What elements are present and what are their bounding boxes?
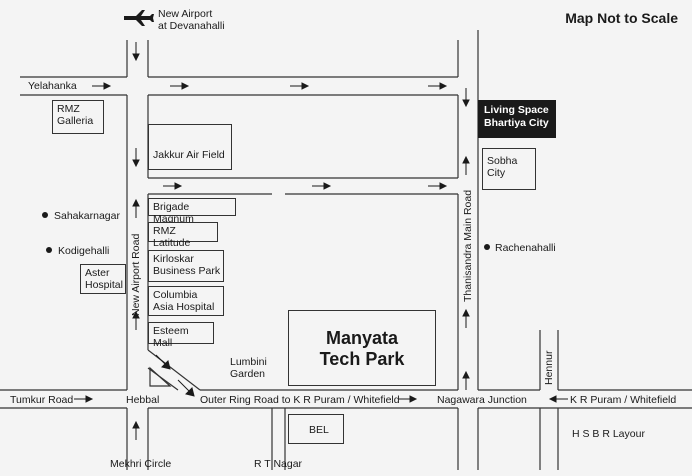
outer-ring-road-label: Outer Ring Road to K R Puram / Whitefiel… (200, 394, 400, 406)
arrow-icon (548, 395, 568, 403)
arrow-icon (312, 182, 332, 190)
arrow-icon (132, 420, 140, 440)
hebbal-island (149, 366, 172, 387)
kr-puram-whitefield-label: K R Puram / Whitefield (570, 394, 677, 406)
direction-arrows (74, 42, 568, 440)
rmz-latitude-box: RMZ Latitude (148, 222, 218, 249)
sahakarnagar-label: Sahakarnagar (54, 210, 120, 222)
arrow-icon (92, 82, 112, 90)
arrow-icon (428, 182, 448, 190)
tumkur-road-label: Tumkur Road (10, 394, 74, 406)
arrow-icon (428, 82, 448, 90)
arrow-icon (132, 148, 140, 168)
new-airport-road-label: New Airport Road (130, 233, 142, 316)
new-airport-label: New Airport at Devanahalli (158, 8, 225, 32)
arrow-icon (177, 379, 195, 397)
arrow-icon (74, 395, 94, 403)
jakkur-air-field-box: Jakkur Air Field (148, 124, 232, 170)
arrow-icon (462, 308, 470, 328)
location-dot-icon (484, 244, 490, 250)
columbia-asia-hospital-box: Columbia Asia Hospital (148, 286, 224, 316)
brigade-magnum-box: Brigade Magnum (148, 198, 236, 225)
arrow-icon (290, 82, 310, 90)
hsbr-layout-label: H S B R Layour (572, 428, 645, 440)
rmz-galleria-box: RMZ Galleria (52, 100, 104, 134)
hebbal-label: Hebbal (126, 394, 160, 406)
lumbini-garden-label: Lumbini Garden (230, 356, 267, 380)
arrow-icon (170, 82, 190, 90)
location-dot-icon (42, 212, 48, 218)
arrow-icon (132, 198, 140, 218)
arrow-icon (398, 395, 418, 403)
bel-box: BEL (288, 414, 344, 444)
manyata-tech-park-label: Manyata Tech Park (319, 328, 405, 369)
manyata-tech-park-box (288, 310, 436, 386)
hennur-label: Hennur (543, 350, 555, 385)
aster-hospital-box: Aster Hospital (80, 264, 126, 294)
arrow-icon (462, 88, 470, 108)
arrow-icon (462, 155, 470, 175)
living-space-bhartiya-city-box: Living Space Bhartiya City (478, 100, 556, 138)
location-dot-icon (46, 247, 52, 253)
rt-nagar-label: R T Nagar (254, 458, 303, 470)
kodigehalli-label: Kodigehalli (58, 245, 110, 257)
arrow-icon (132, 42, 140, 62)
airplane-icon (124, 10, 154, 26)
thanisandra-main-road-label: Thanisandra Main Road (462, 189, 474, 302)
arrow-icon (462, 370, 470, 390)
arrow-icon (132, 310, 140, 330)
yelahanka-label: Yelahanka (28, 80, 77, 92)
road-outlines (0, 30, 692, 470)
esteem-mall-box: Esteem Mall (148, 322, 214, 349)
kirloskar-business-park-box: Kirloskar Business Park (148, 250, 224, 282)
arrow-icon (163, 182, 183, 190)
mekhri-circle-label: Mekhri Circle (110, 458, 172, 470)
sobha-city-box: Sobha City (482, 148, 536, 190)
map-scale-note: Map Not to Scale (565, 10, 678, 26)
rachenahalli-label: Rachenahalli (495, 242, 556, 254)
arrow-icon (155, 354, 171, 370)
nagawara-junction-label: Nagawara Junction (437, 394, 527, 406)
